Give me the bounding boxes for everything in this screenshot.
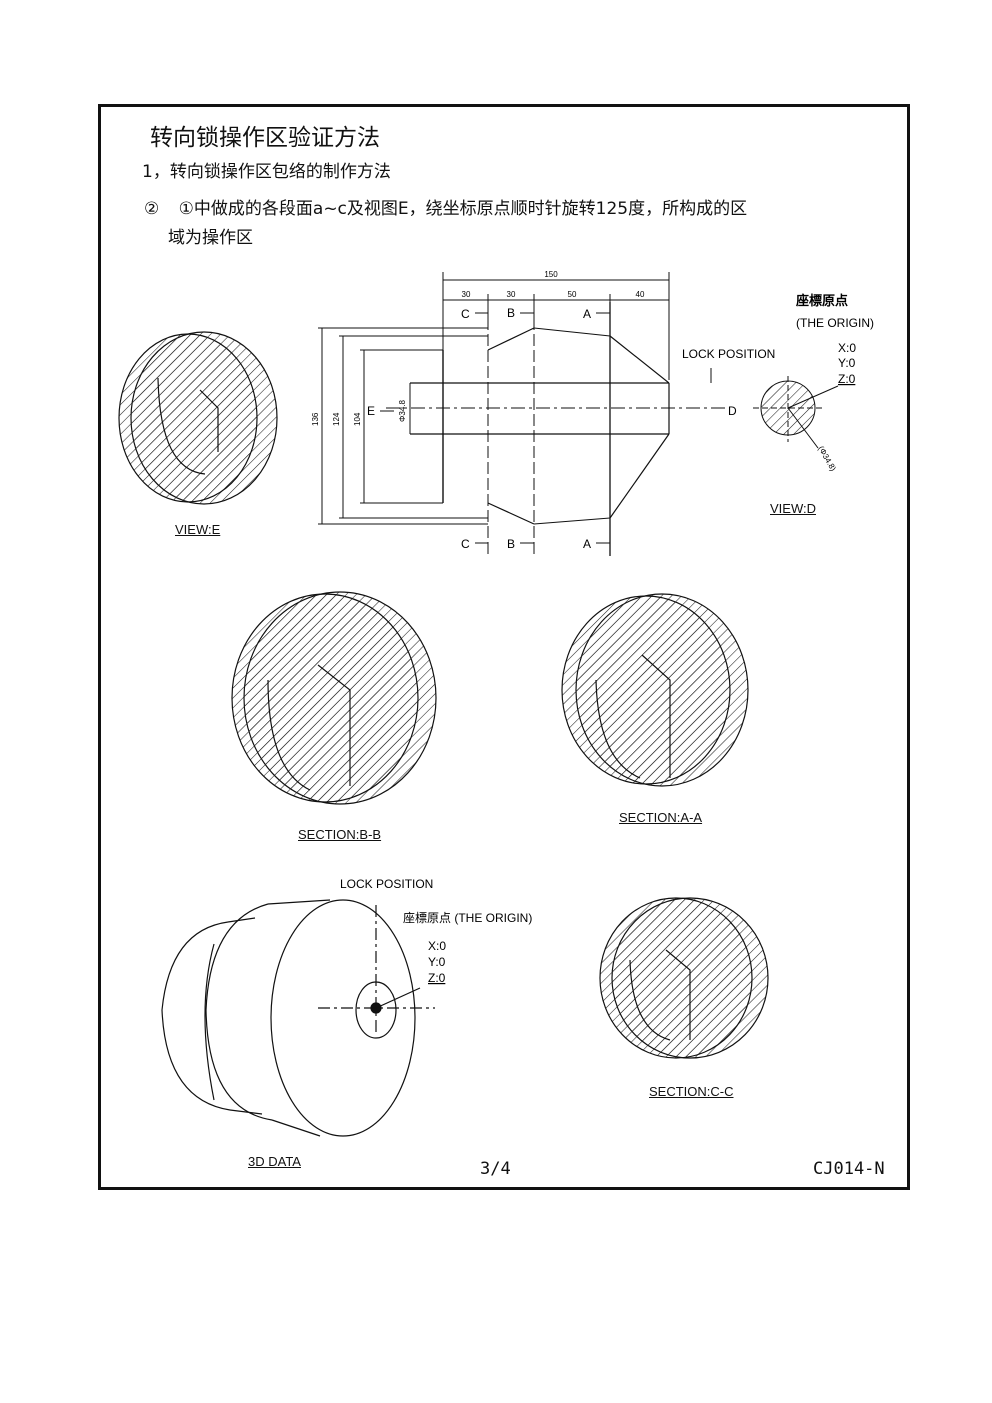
view-e-arrow-label: E <box>367 404 375 418</box>
origin-3d-x: X:0 <box>428 939 446 953</box>
lock-position-3d: LOCK POSITION <box>340 877 433 891</box>
side-view-drawing <box>318 272 725 556</box>
dim-104: 104 <box>353 412 362 426</box>
origin-y: Y:0 <box>838 356 856 370</box>
dim-30-second: 30 <box>507 290 516 299</box>
section-letter-c-bottom: C <box>461 537 470 551</box>
section-letter-b-top: B <box>507 306 515 320</box>
view-d-diameter: (Φ34.8) <box>816 445 838 473</box>
view-e-shape <box>118 331 278 505</box>
page-number: 3/4 <box>480 1159 511 1179</box>
dim-50: 50 <box>568 290 577 299</box>
dim-diameter: Φ34.8 <box>398 399 407 422</box>
label-section-bb: SECTION:B-B <box>298 827 382 842</box>
section-letter-b-bottom: B <box>507 537 515 551</box>
origin-3d-y: Y:0 <box>428 955 446 969</box>
step-paragraph: ② ①中做成的各段面a~c及视图E，绕坐标原点顺时针旋转125度，所构成的区 <box>144 196 747 223</box>
lock-position-label: LOCK POSITION <box>682 347 775 361</box>
origin-3d-z: Z:0 <box>428 971 446 985</box>
step-text-line1: ①中做成的各段面a~c及视图E，绕坐标原点顺时针旋转125度，所构成的区 <box>178 199 748 219</box>
origin-3d-label: 座標原点 (THE ORIGIN) <box>403 910 532 925</box>
origin-label-en: (THE ORIGIN) <box>796 316 874 330</box>
view-d-arrow-label: D <box>728 404 737 418</box>
dim-30-first: 30 <box>462 290 471 299</box>
label-section-aa: SECTION:A-A <box>619 810 703 825</box>
document-frame <box>98 104 910 1190</box>
view-d-circle <box>753 376 839 449</box>
document-code: CJ014-N <box>813 1159 885 1179</box>
page-title: 转向锁操作区验证方法 <box>150 125 380 151</box>
section-letter-c-top: C <box>461 307 470 321</box>
step-marker: ② <box>144 199 160 219</box>
section-bb-shape <box>231 591 437 805</box>
section-heading: 1，转向锁操作区包络的制作方法 <box>142 162 391 182</box>
origin-z: Z:0 <box>838 372 856 386</box>
3d-data-shape <box>161 899 435 1137</box>
label-section-cc: SECTION:C-C <box>649 1084 734 1099</box>
origin-label-cn: 座標原点 <box>795 293 848 308</box>
dim-40: 40 <box>636 290 645 299</box>
section-cc-shape <box>599 897 769 1059</box>
origin-x: X:0 <box>838 341 856 355</box>
dim-124: 124 <box>332 412 341 426</box>
step-text-line2: 域为操作区 <box>168 228 253 248</box>
section-letter-a-bottom: A <box>583 537 591 551</box>
label-3d-data: 3D DATA <box>248 1154 301 1169</box>
label-view-d: VIEW:D <box>770 501 816 516</box>
section-aa-shape <box>561 593 749 787</box>
label-view-e: VIEW:E <box>175 522 221 537</box>
dim-total: 150 <box>544 270 558 279</box>
dim-136: 136 <box>311 412 320 426</box>
section-letter-a-top: A <box>583 307 591 321</box>
